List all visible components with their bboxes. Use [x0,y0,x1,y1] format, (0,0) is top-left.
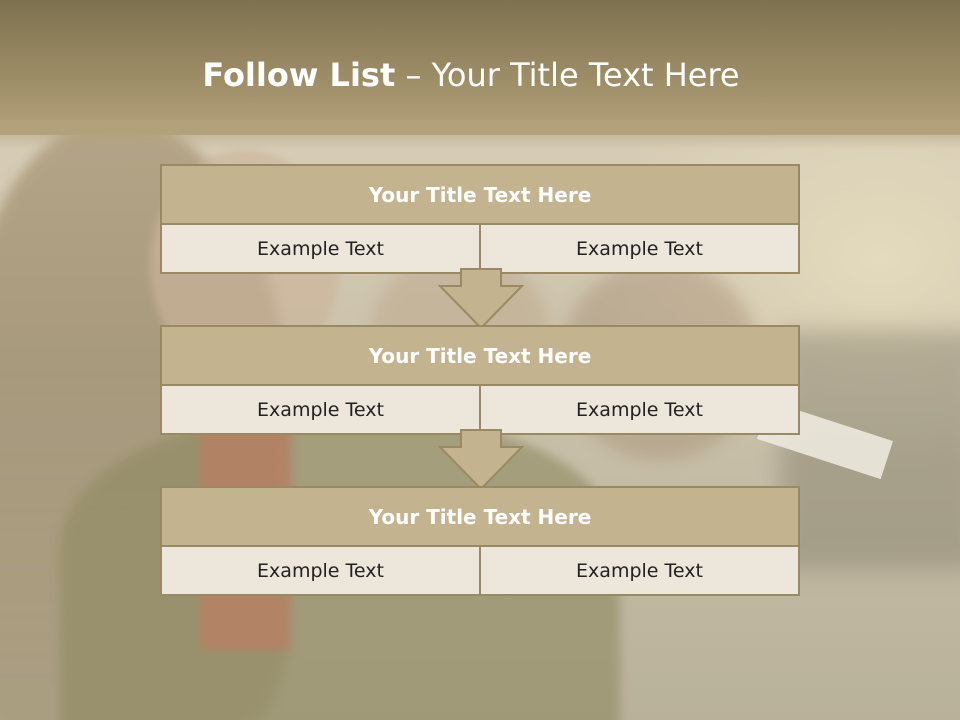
block-cell-right: Example Text [479,225,798,272]
block-cell-left: Example Text [162,547,479,594]
block-row: Example Text Example Text [162,225,798,272]
block-cell-left: Example Text [162,225,479,272]
list-block: Your Title Text Here Example Text Exampl… [160,164,800,274]
block-cell-left: Example Text [162,386,479,433]
block-row: Example Text Example Text [162,386,798,433]
block-cell-right: Example Text [479,547,798,594]
slide-title: Follow List – Your Title Text Here [0,52,942,98]
down-arrow-icon [438,268,524,330]
block-row: Example Text Example Text [162,547,798,594]
block-title: Your Title Text Here [162,327,798,386]
block-title: Your Title Text Here [162,488,798,547]
list-block: Your Title Text Here Example Text Exampl… [160,325,800,435]
slide-title-bold: Follow List [202,56,396,94]
slide-title-rest: – Your Title Text Here [395,56,740,94]
list-block: Your Title Text Here Example Text Exampl… [160,486,800,596]
block-cell-right: Example Text [479,386,798,433]
header-band [0,0,960,135]
block-title: Your Title Text Here [162,166,798,225]
down-arrow-icon [438,429,524,491]
header-fade [0,120,960,150]
